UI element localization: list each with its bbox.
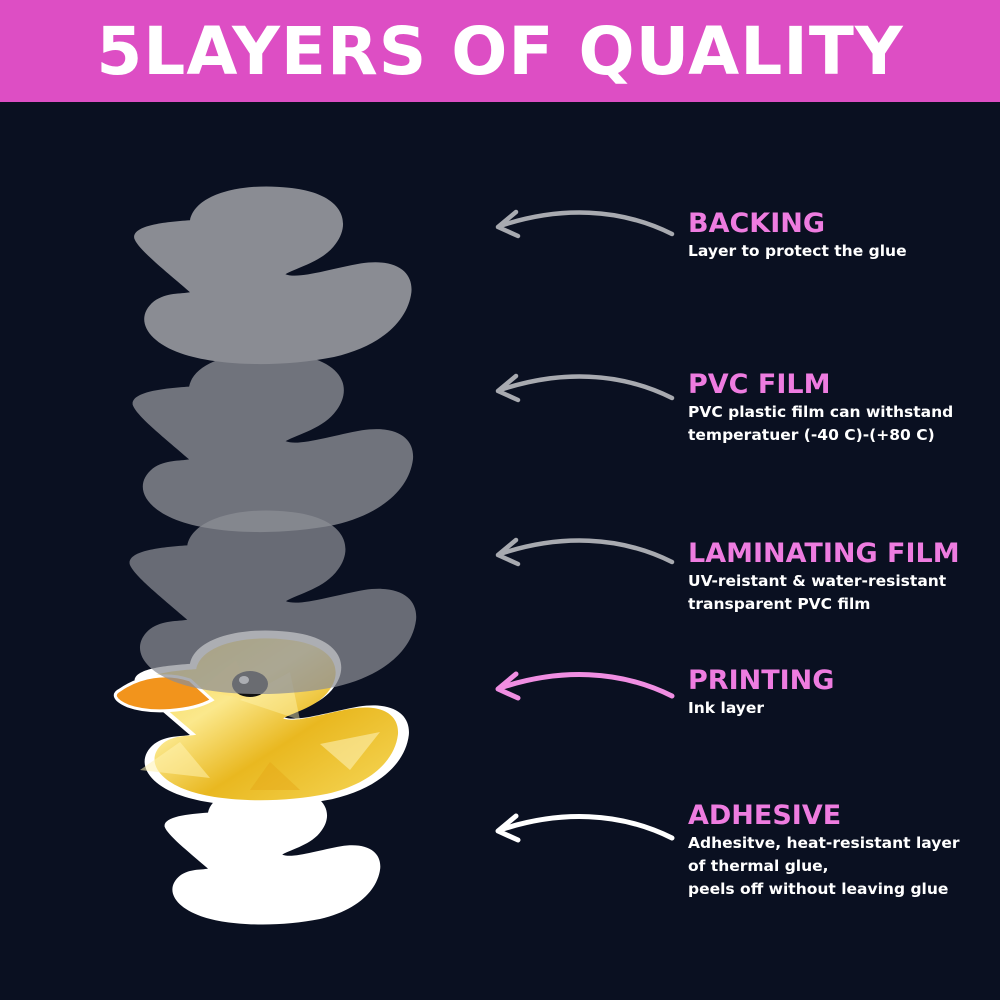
adhesive-layer-shape xyxy=(164,786,381,925)
layer-description-line: Layer to protect the glue xyxy=(688,242,907,260)
layer-description-line: transparent PVC film xyxy=(688,595,871,613)
layer-description-line: UV-reistant & water-resistant xyxy=(688,572,947,590)
layer-description-line: peels off without leaving glue xyxy=(688,880,949,898)
layer-description: Layer to protect the glue xyxy=(688,240,988,263)
layer-title: PRINTING xyxy=(688,665,835,696)
backing-shape xyxy=(134,186,412,365)
layer-printing: PRINTING Ink layer xyxy=(688,665,988,720)
layer-backing: BACKING Layer to protect the glue xyxy=(688,208,988,263)
layer-title: PVC FILM xyxy=(688,369,831,400)
layer-description: Adhesitve, heat-resistant layer of therm… xyxy=(688,832,988,901)
layer-title: BACKING xyxy=(688,208,826,239)
arrow-left-icon xyxy=(495,671,675,701)
arrow-left-icon xyxy=(495,373,675,403)
title-banner: 5LAYERS OF QUALITY xyxy=(0,0,1000,102)
arrow-left-icon xyxy=(495,537,675,567)
arrow-left-icon xyxy=(495,813,675,843)
page-title: 5LAYERS OF QUALITY xyxy=(96,12,904,90)
layer-description-line: Adhesitve, heat-resistant layer xyxy=(688,834,960,852)
layer-description-line: PVC plastic film can withstand xyxy=(688,403,954,421)
layer-adhesive: ADHESIVE Adhesitve, heat-resistant layer… xyxy=(688,800,988,901)
layer-description: UV-reistant & water-resistant transparen… xyxy=(688,570,988,616)
pvc-film-shape xyxy=(132,352,414,533)
arrow-left-icon xyxy=(495,209,675,239)
layer-description: Ink layer xyxy=(688,697,988,720)
layer-description-line: of thermal glue, xyxy=(688,857,829,875)
layer-description-line: temperatuer (-40 C)-(+80 C) xyxy=(688,426,935,444)
layer-title: ADHESIVE xyxy=(688,800,842,831)
layer-description-line: Ink layer xyxy=(688,699,765,717)
laminating-film-shape xyxy=(129,510,417,695)
layer-title: LAMINATING FILM xyxy=(688,538,960,569)
layer-laminating-film: LAMINATING FILM UV-reistant & water-resi… xyxy=(688,538,988,616)
layer-description: PVC plastic film can withstand temperatu… xyxy=(688,401,988,447)
layer-pvc-film: PVC FILM PVC plastic film can withstand … xyxy=(688,369,988,447)
